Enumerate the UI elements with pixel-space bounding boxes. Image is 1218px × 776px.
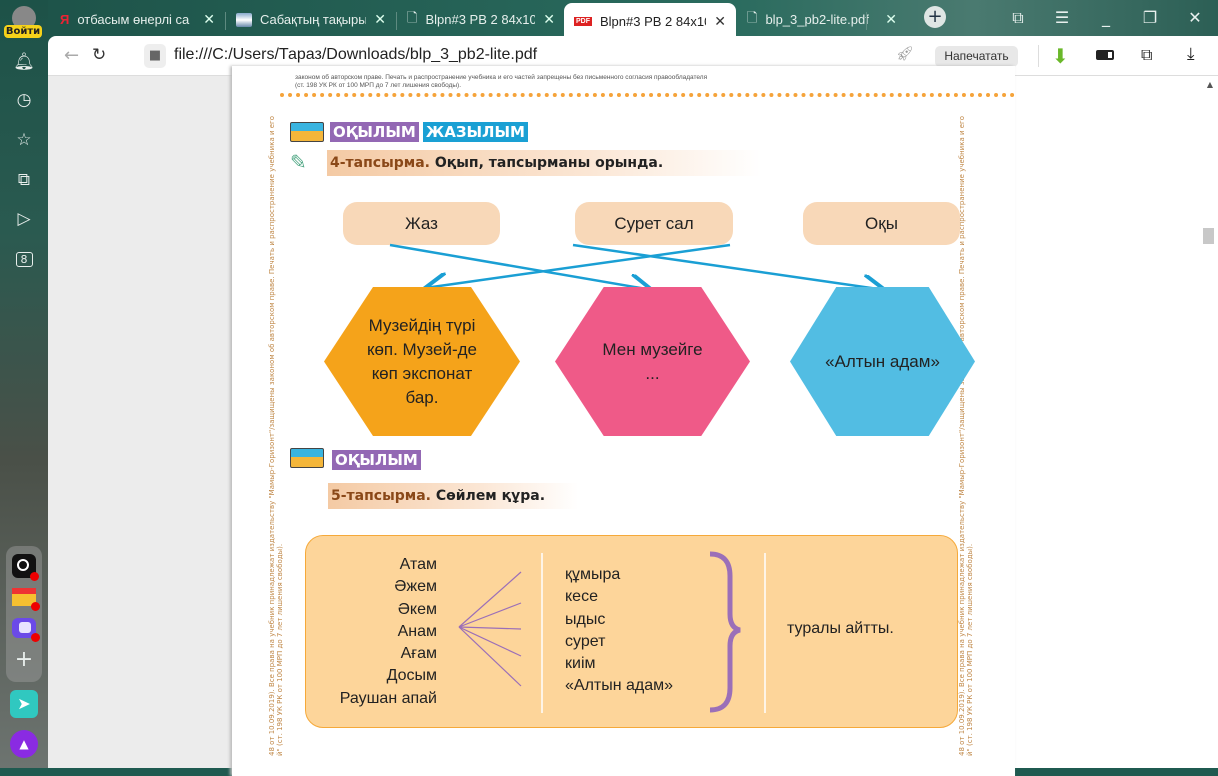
- close-tab-icon[interactable]: ✕: [714, 13, 726, 29]
- browser-sidebar: Войти 🔔︎ ◷ ☆ ⧉ ▷ 8 + ➤ ▲: [0, 0, 48, 768]
- reload-icon[interactable]: ↻: [92, 45, 107, 65]
- curly-brace: [709, 551, 741, 713]
- close-tab-icon[interactable]: ✕: [885, 11, 897, 27]
- play-icon[interactable]: ▷: [17, 209, 31, 229]
- books-icon: [290, 448, 324, 468]
- tab-5[interactable]: 🗋blp_3_pb2-lite.pdf✕: [737, 3, 907, 36]
- connection-arrows: [389, 243, 1015, 776]
- close-tab-icon[interactable]: ✕: [203, 11, 215, 27]
- download-icon[interactable]: ⤓: [1187, 44, 1195, 64]
- copyright-header: законом об авторском праве. Печать и рас…: [295, 74, 708, 89]
- writing-tag: ЖАЗЫЛЫМ: [422, 122, 528, 142]
- print-button[interactable]: Напечатать: [935, 46, 1018, 67]
- arrow-write: [389, 243, 652, 290]
- yandex-icon: Я: [60, 12, 70, 27]
- close-tab-icon[interactable]: ✕: [543, 11, 555, 27]
- collections-icon[interactable]: ⧉: [1141, 45, 1153, 64]
- tabs-icon[interactable]: ⧉: [17, 170, 31, 190]
- arrow-draw: [572, 243, 885, 290]
- books-icon: [290, 122, 324, 142]
- minimize-icon[interactable]: _: [1102, 8, 1110, 27]
- file-icon: ■: [144, 44, 166, 68]
- notebook-pencil-icon: ✎: [290, 150, 307, 174]
- tab-3[interactable]: 🗋Blpn#3 PB 2 84x108✕: [397, 3, 565, 36]
- predicate-text: туралы айтты.: [787, 620, 894, 637]
- app-icon: [236, 12, 252, 27]
- mail-app-icon[interactable]: [12, 588, 40, 611]
- close-tab-icon[interactable]: ✕: [374, 11, 386, 27]
- rocket-icon[interactable]: 🚀︎: [896, 46, 914, 62]
- tab-2[interactable]: Сабақтың тақырыбы✕: [226, 3, 396, 36]
- divider: [1038, 45, 1039, 67]
- restore-icon[interactable]: ❐: [1142, 8, 1158, 27]
- reading-tag-2: ОҚЫЛЫМ: [332, 450, 421, 470]
- alice-icon[interactable]: ▲: [10, 730, 38, 758]
- new-tab-button[interactable]: +: [924, 6, 946, 28]
- pdf-icon: PDF: [574, 17, 592, 26]
- counter-badge[interactable]: 8: [15, 252, 33, 267]
- bell-icon[interactable]: 🔔︎: [13, 52, 35, 72]
- bookmarks-icon[interactable]: ⧉: [1012, 8, 1024, 27]
- fan-lines: [458, 551, 766, 713]
- action-box-read: Оқы: [803, 202, 960, 245]
- pdf-viewer: ▲ законом об авторском праве. Печать и р…: [48, 66, 1218, 776]
- tab-separator: [396, 12, 397, 30]
- reading-tag: ОҚЫЛЫМ: [330, 122, 419, 142]
- add-app-icon[interactable]: +: [14, 647, 34, 672]
- tab-separator: [225, 12, 226, 30]
- dotted-divider: [280, 93, 1015, 97]
- login-button[interactable]: Войти: [4, 25, 42, 38]
- camera-app-icon[interactable]: [12, 554, 39, 581]
- messenger-app-icon[interactable]: [12, 618, 40, 642]
- tab-separator: [866, 12, 867, 30]
- clock-icon[interactable]: ◷: [16, 90, 32, 110]
- scrollbar-thumb[interactable]: [1203, 228, 1214, 244]
- battery-icon[interactable]: [1096, 50, 1114, 60]
- close-window-icon[interactable]: ✕: [1188, 8, 1202, 27]
- action-box-write: Жаз: [343, 202, 500, 245]
- pdf-page: законом об авторском праве. Печать и рас…: [232, 66, 1015, 776]
- file-icon: 🗋: [747, 9, 758, 25]
- hexagon-me: Мен музейге ...: [555, 287, 750, 436]
- back-icon[interactable]: ←: [64, 45, 80, 66]
- viewer-right-area: [1008, 76, 1218, 768]
- star-icon[interactable]: ☆: [16, 130, 32, 150]
- action-box-draw: Сурет сал: [575, 202, 733, 245]
- scroll-up-icon[interactable]: ▲: [1206, 80, 1213, 89]
- url-field[interactable]: file:///C:/Users/Тараз/Downloads/blp_3_p…: [174, 46, 538, 63]
- download-manager-icon[interactable]: ⬇: [1052, 44, 1069, 68]
- task-4-heading: 4-тапсырма. Оқып, тапсырманы орында.: [327, 150, 761, 176]
- arrow-read: [425, 243, 731, 288]
- file-icon: 🗋: [407, 9, 418, 25]
- task-5-heading: 5-тапсырма. Сөйлем құра.: [328, 483, 578, 509]
- send-app-icon[interactable]: ➤: [10, 690, 38, 718]
- menu-icon[interactable]: ☰: [1054, 8, 1070, 27]
